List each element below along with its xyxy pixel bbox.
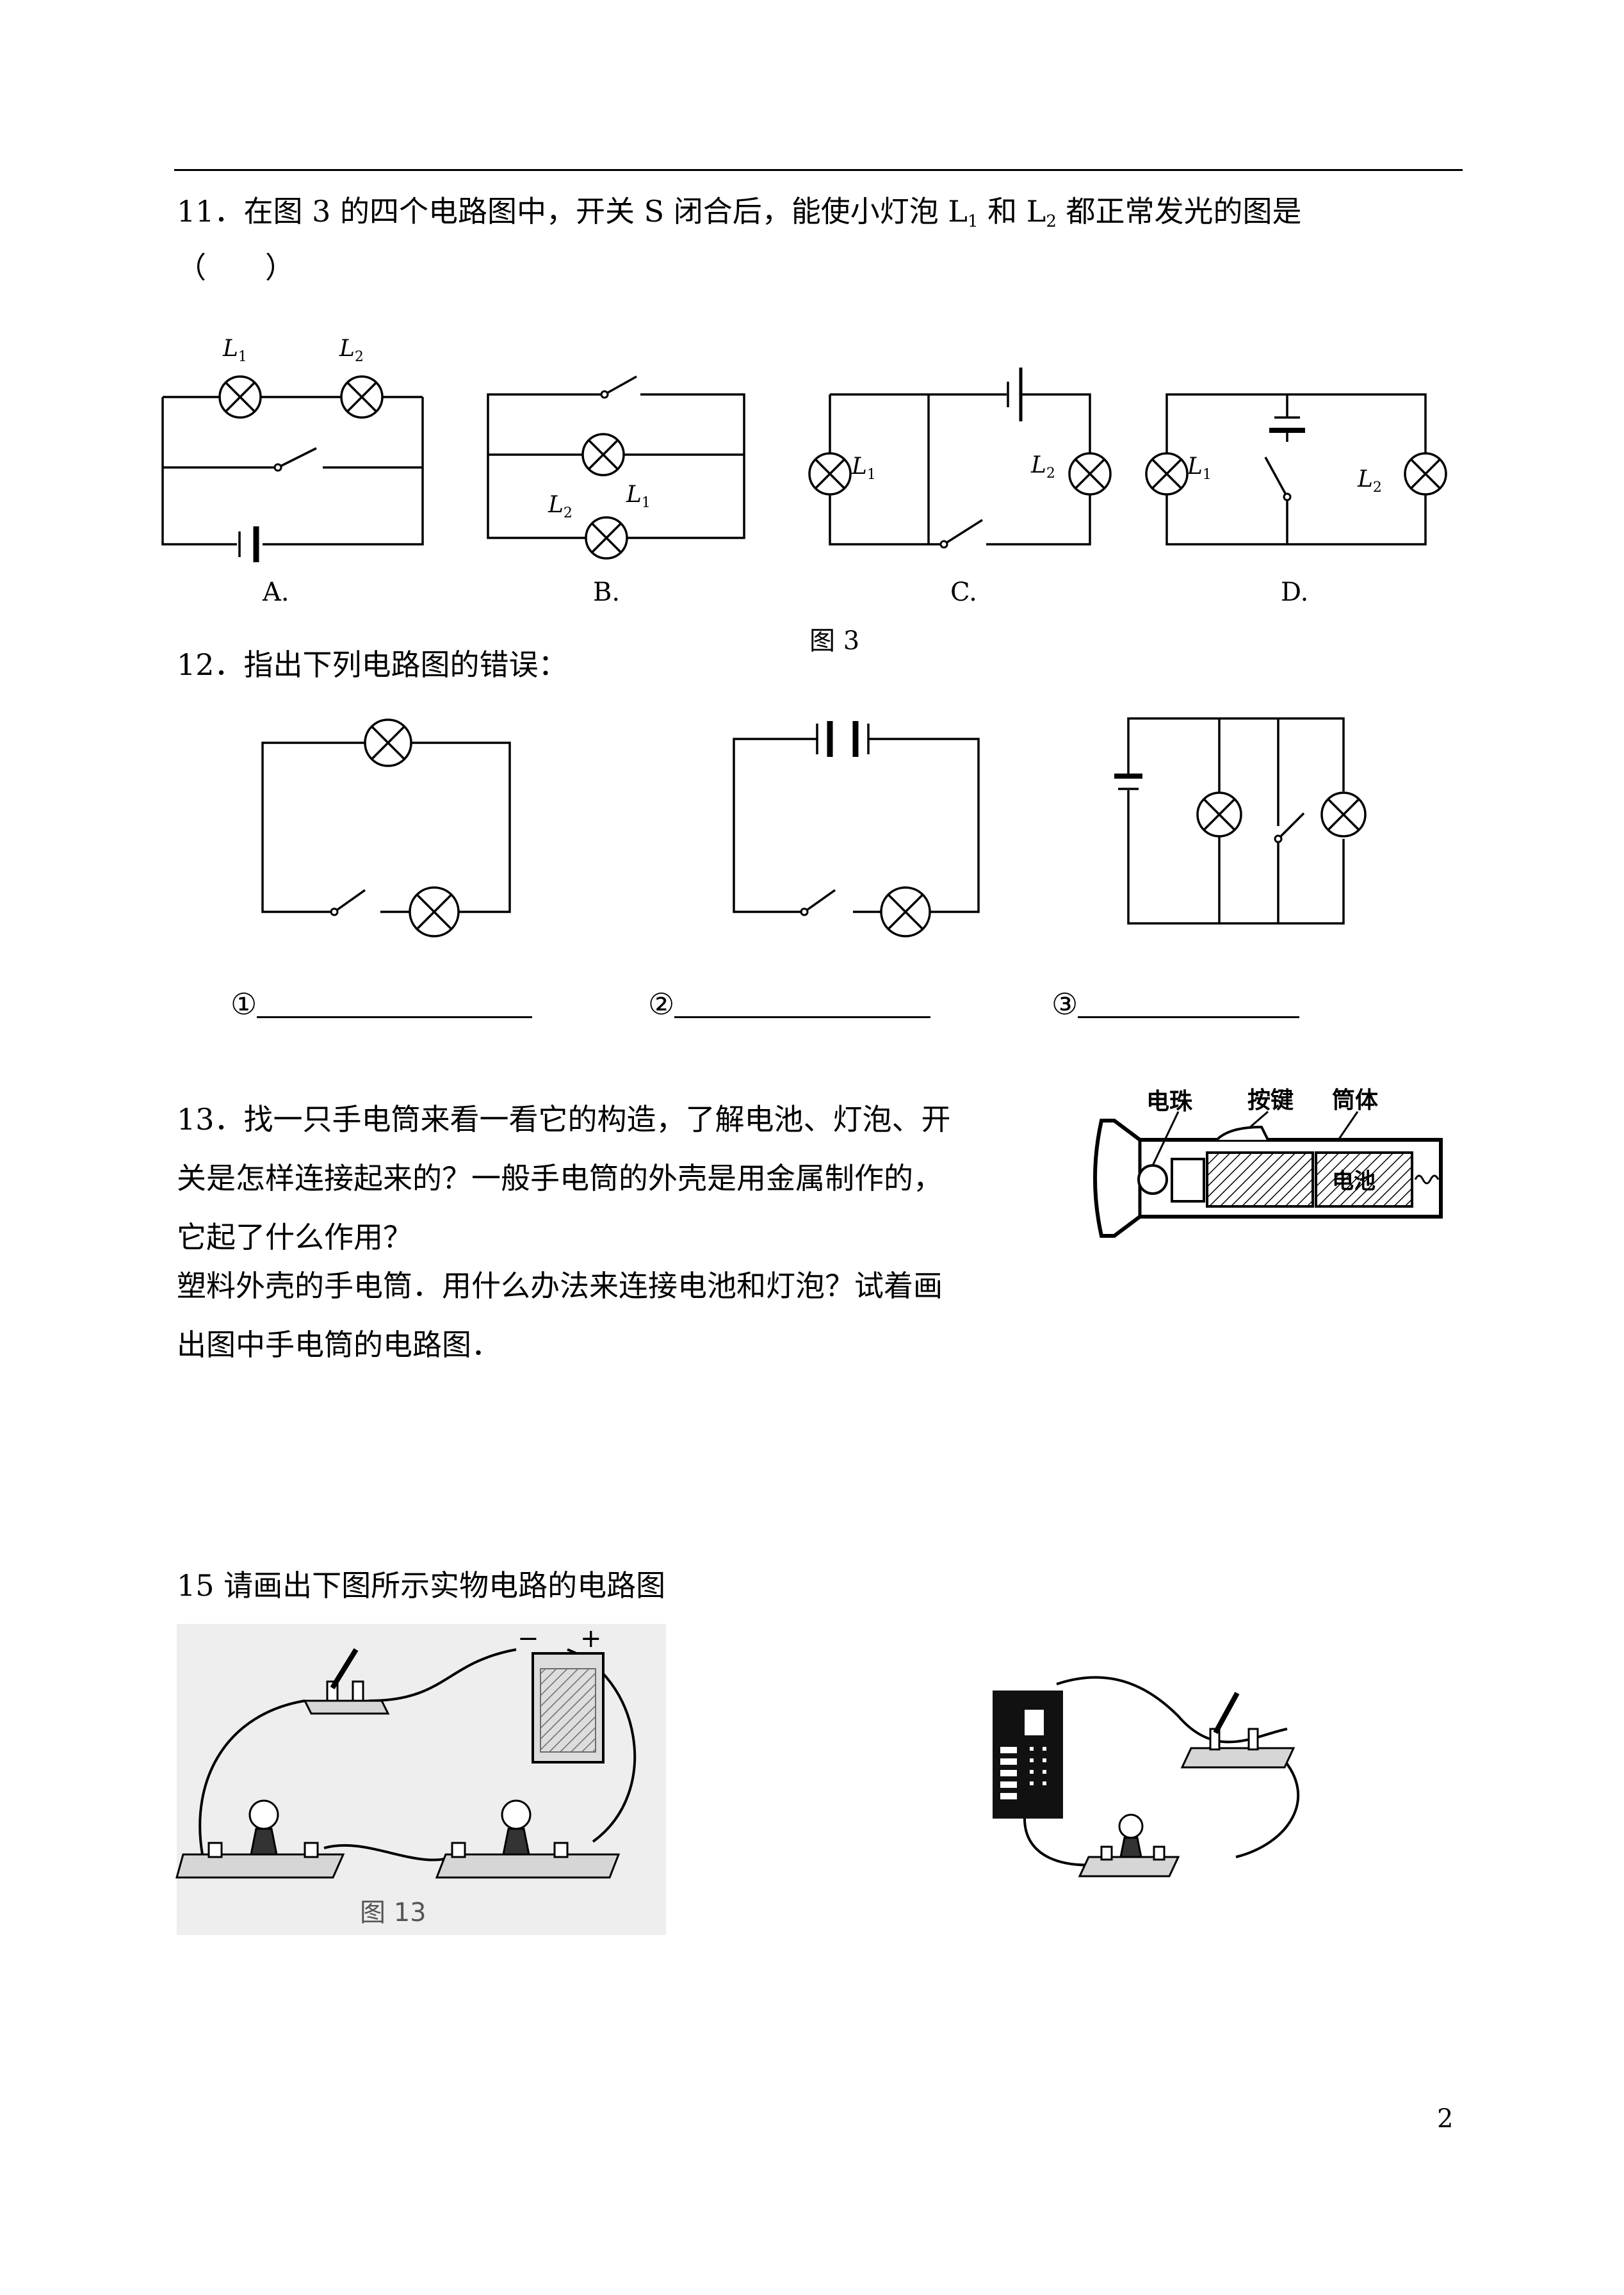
circuit-c-wires bbox=[829, 368, 1091, 549]
q13-text-line2: 关是怎样连接起来的？一般手电筒的外壳是用金属制作的， bbox=[177, 1161, 943, 1196]
flashlight-label-body: 筒体 bbox=[1332, 1087, 1378, 1114]
circuit-a-lamp-1 bbox=[218, 375, 262, 419]
option-d-label: D. bbox=[1281, 578, 1308, 607]
fig13-switch bbox=[303, 1648, 390, 1715]
fig13-battery: − + bbox=[517, 1624, 605, 1764]
option-c-label: C. bbox=[950, 578, 977, 607]
battery-box bbox=[993, 1691, 1063, 1819]
q11-text-line1: 11．在图 3 的四个电路图中，开关 S 闭合后，能使小灯泡 L1 和 L2 都… bbox=[177, 194, 1302, 231]
q13-text-line1: 13．找一只手电筒来看一看它的构造，了解电池、灯泡、开 bbox=[177, 1102, 951, 1137]
circuit-d-lamp-2 bbox=[1404, 452, 1447, 496]
circuit-c-lamp-1 bbox=[808, 452, 852, 496]
q12-blank-1[interactable] bbox=[257, 988, 533, 1018]
circuit-a-wires bbox=[161, 396, 424, 562]
second-physical-circuit bbox=[993, 1676, 1300, 1877]
switch bbox=[1180, 1692, 1295, 1769]
circuit-d-lamp-1 bbox=[1145, 452, 1189, 496]
option-a-label: A. bbox=[262, 578, 289, 607]
figure-13-physical-circuit: − + 图 13 bbox=[175, 1624, 666, 1935]
q15-text: 15 请画出下图所示实物电路的电路图 bbox=[177, 1568, 666, 1603]
circuit-b-lamp-2 bbox=[585, 516, 628, 560]
fig13-battery-plus: + bbox=[580, 1624, 602, 1653]
q12-blank-3[interactable] bbox=[1078, 988, 1300, 1018]
option-b-label: B. bbox=[593, 578, 620, 607]
figure-13-caption: 图 13 bbox=[360, 1898, 426, 1927]
flashlight-diagram: 电珠 按键 筒体 电池 bbox=[1093, 1087, 1443, 1238]
circuit-d-l2-label: L2 bbox=[1357, 466, 1382, 496]
circuit-b-l1-label: L1 bbox=[626, 482, 651, 511]
q13-text-line4: 塑料外壳的手电筒．用什么办法来连接电池和灯泡？试着画 bbox=[177, 1269, 943, 1303]
flashlight-label-bulb: 电珠 bbox=[1146, 1089, 1193, 1115]
q12-circuit-2 bbox=[733, 721, 980, 937]
circuit-b-lamp-1 bbox=[581, 433, 625, 476]
circuit-c-l2-label: L2 bbox=[1030, 452, 1055, 482]
lamp bbox=[1078, 1813, 1180, 1877]
q12-circuit-1 bbox=[261, 718, 511, 937]
circuit-a-lamp-2 bbox=[340, 375, 384, 419]
figure-3-caption: 图 3 bbox=[809, 626, 859, 656]
circuit-a-l1-label: L1 bbox=[222, 336, 247, 365]
header-rule bbox=[174, 169, 1463, 171]
fig13-lamp-1 bbox=[175, 1799, 345, 1879]
circuit-d-l1-label: L1 bbox=[1187, 453, 1212, 483]
circuit-a-l2-label: L2 bbox=[339, 336, 364, 365]
circuit-b-l2-label: L2 bbox=[548, 492, 572, 521]
q13-text-line3: 它起了什么作用？ bbox=[177, 1220, 412, 1254]
q11-text-line2: （ ） bbox=[177, 250, 295, 285]
q12-blank-2[interactable] bbox=[674, 988, 931, 1018]
q12-text: 12．指出下列电路图的错误： bbox=[177, 647, 568, 682]
q12-answer-3: ③ bbox=[1052, 973, 1300, 1035]
q12-answer-2: ② bbox=[648, 973, 931, 1035]
circuit-c-l1-label: L1 bbox=[851, 453, 876, 483]
circuit-d-wires bbox=[1165, 393, 1427, 546]
flashlight-label-button: 按键 bbox=[1247, 1087, 1294, 1114]
q12-circuit-3 bbox=[1114, 717, 1367, 925]
q12-answer-1: ① bbox=[231, 973, 533, 1035]
circuit-c-lamp-2 bbox=[1068, 452, 1112, 496]
fig13-lamp-2 bbox=[435, 1799, 621, 1879]
fig13-battery-minus: − bbox=[517, 1624, 539, 1653]
q13-text-line5: 出图中手电筒的电路图． bbox=[177, 1327, 501, 1362]
page-number: 2 bbox=[1437, 2104, 1454, 2134]
circuit-b-wires bbox=[487, 375, 745, 539]
flashlight-label-battery: 电池 bbox=[1332, 1169, 1376, 1194]
